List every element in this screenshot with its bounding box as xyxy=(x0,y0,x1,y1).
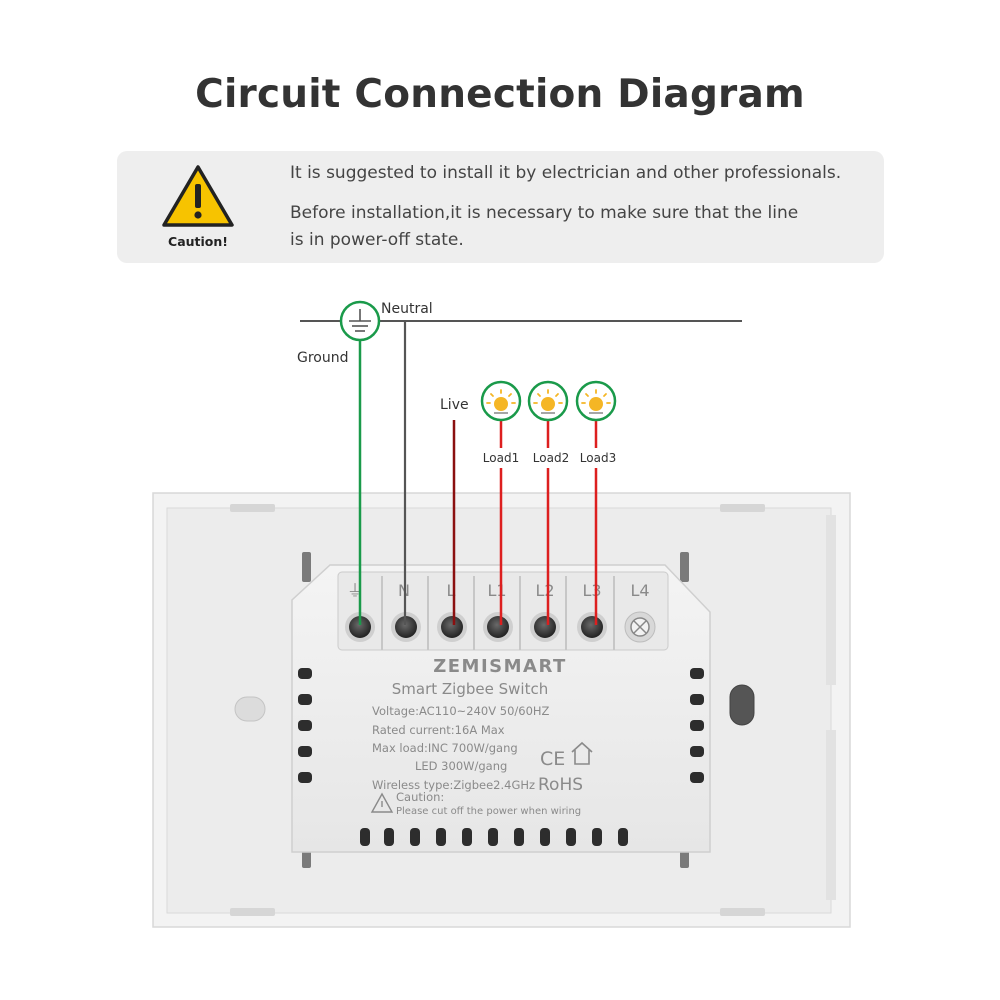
screw-l1-icon xyxy=(483,612,513,642)
spec-voltage: Voltage:AC110~240V 50/60HZ xyxy=(372,704,550,718)
plate-caution-title: Caution: xyxy=(396,790,444,804)
warning-triangle-icon xyxy=(162,165,234,227)
page-title: Circuit Connection Diagram xyxy=(195,72,805,117)
terminal-label-l1: L1 xyxy=(487,581,506,600)
caution-text-line2: Before installation,it is necessary to m… xyxy=(290,203,799,223)
screw-l-icon xyxy=(437,612,467,642)
bulb-load3-icon xyxy=(575,380,617,422)
plate-warning-icon xyxy=(370,792,394,813)
ce-mark: CE xyxy=(540,748,565,770)
label-neutral: Neutral xyxy=(381,301,433,317)
caution-box: Caution! It is suggested to install it b… xyxy=(117,151,884,263)
mounting-slot-right xyxy=(729,684,755,726)
terminal-label-l2: L2 xyxy=(535,581,554,600)
screw-n-icon xyxy=(391,612,421,642)
screw-l3-icon xyxy=(577,612,607,642)
spec-load-led: LED 300W/gang xyxy=(415,759,507,773)
screw-l4-icon xyxy=(624,611,656,643)
label-load1: Load1 xyxy=(483,451,519,465)
bulb-load2-icon xyxy=(527,380,569,422)
terminal-dividers xyxy=(381,576,615,650)
spec-load-inc: Max load:INC 700W/gang xyxy=(372,741,518,755)
label-live: Live xyxy=(440,397,469,413)
bottom-vents xyxy=(360,828,628,846)
terminal-label-l4: L4 xyxy=(630,581,649,600)
screw-l2-icon xyxy=(530,612,560,642)
caution-text-line3: is in power-off state. xyxy=(290,230,464,250)
mounting-slot-left xyxy=(234,696,266,722)
spec-wireless: Wireless type:Zigbee2.4GHz xyxy=(372,778,535,792)
caution-label: Caution! xyxy=(168,234,228,249)
label-ground: Ground xyxy=(297,350,349,366)
brand-logo: ZEMISMART xyxy=(433,656,567,677)
bulb-load1-icon xyxy=(480,380,522,422)
side-vents xyxy=(298,668,704,783)
rohs-mark: RoHS xyxy=(538,775,583,795)
screw-ground-icon xyxy=(345,612,375,642)
product-name: Smart Zigbee Switch xyxy=(392,680,548,698)
label-load3: Load3 xyxy=(580,451,616,465)
label-load2: Load2 xyxy=(533,451,569,465)
caution-text-line1: It is suggested to install it by electri… xyxy=(290,163,842,183)
home-icon xyxy=(571,741,593,765)
terminal-screws xyxy=(345,611,656,643)
terminal-label-l: L xyxy=(447,581,456,600)
ground-symbol-icon xyxy=(339,300,381,342)
terminal-label-l3: L3 xyxy=(582,581,601,600)
plate-caution-text: Please cut off the power when wiring xyxy=(396,806,581,817)
spec-current: Rated current:16A Max xyxy=(372,723,505,737)
